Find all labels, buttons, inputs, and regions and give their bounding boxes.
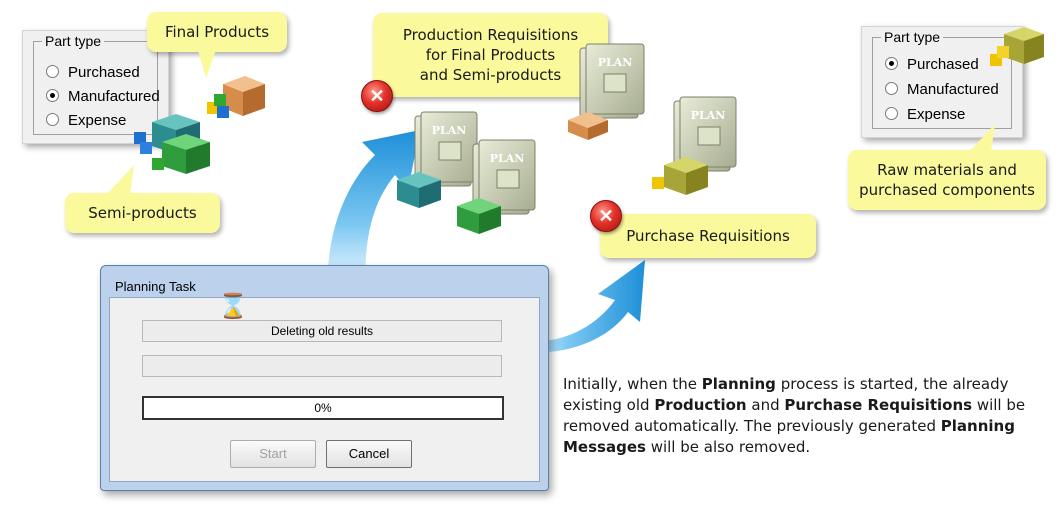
arrow-right-icon — [490, 260, 645, 353]
plan-label: PLAN — [432, 124, 467, 137]
plan-document-icon: PLAN PLAN — [397, 111, 536, 234]
delete-icon: ✕ — [361, 80, 393, 112]
part-type-panel-left: Part type Purchased Manufactured Expense — [22, 30, 169, 144]
raw-material-boxes-icon — [990, 27, 1044, 66]
radio-purchased[interactable]: Purchased — [46, 64, 140, 82]
callout-purchase-requisitions: Purchase Requisitions — [600, 214, 816, 258]
radio-circle-icon — [46, 113, 59, 126]
secondary-status-field — [142, 355, 502, 377]
radio-checked-icon — [46, 89, 59, 102]
callout-final-products: Final Products — [147, 12, 287, 52]
plan-document-icon: PLAN — [652, 96, 737, 195]
radio-checked-icon — [885, 57, 898, 70]
delete-icon: ✕ — [590, 200, 622, 232]
radio-circle-icon — [885, 107, 898, 120]
callout-raw-materials: Raw materials and purchased components — [848, 150, 1046, 210]
plan-label: PLAN — [691, 109, 726, 122]
semi-product-boxes-icon — [134, 114, 210, 174]
part-type-legend: Part type — [42, 33, 105, 49]
radio-expense[interactable]: Expense — [885, 106, 965, 124]
hourglass-icon: ⌛ — [218, 292, 248, 320]
dialog-body: Deleting old results 0% Start Cancel — [109, 297, 540, 482]
part-type-legend: Part type — [881, 29, 944, 45]
callout-tail — [106, 165, 134, 195]
cancel-button[interactable]: Cancel — [326, 440, 412, 468]
final-product-boxes-icon — [207, 76, 265, 118]
radio-manufactured[interactable]: Manufactured — [885, 81, 999, 99]
part-type-group: Part type Purchased Manufactured Expense — [872, 29, 1012, 129]
radio-expense[interactable]: Expense — [46, 112, 126, 130]
callout-tail — [198, 50, 216, 78]
callout-semi-products: Semi-products — [65, 193, 220, 233]
callout-tail — [969, 124, 995, 152]
radio-manufactured[interactable]: Manufactured — [46, 88, 160, 106]
plan-document-icon: PLAN — [568, 43, 645, 140]
description-text: Initially, when the Planning process is … — [563, 375, 1026, 456]
start-button[interactable]: Start — [230, 440, 316, 468]
planning-task-dialog: Planning Task Deleting old results 0% St… — [100, 265, 549, 491]
progress-bar: 0% — [142, 396, 504, 420]
plan-label: PLAN — [598, 56, 633, 69]
part-type-group: Part type Purchased Manufactured Expense — [33, 33, 160, 135]
plan-label: PLAN — [490, 152, 525, 165]
callout-production-requisitions: Production Requisitions for Final Produc… — [373, 13, 608, 97]
radio-circle-icon — [46, 65, 59, 78]
dialog-title: Planning Task — [115, 279, 196, 294]
part-type-panel-right: Part type Purchased Manufactured Expense — [861, 26, 1023, 138]
radio-purchased[interactable]: Purchased — [885, 56, 979, 74]
radio-circle-icon — [885, 82, 898, 95]
status-field: Deleting old results — [142, 320, 502, 342]
